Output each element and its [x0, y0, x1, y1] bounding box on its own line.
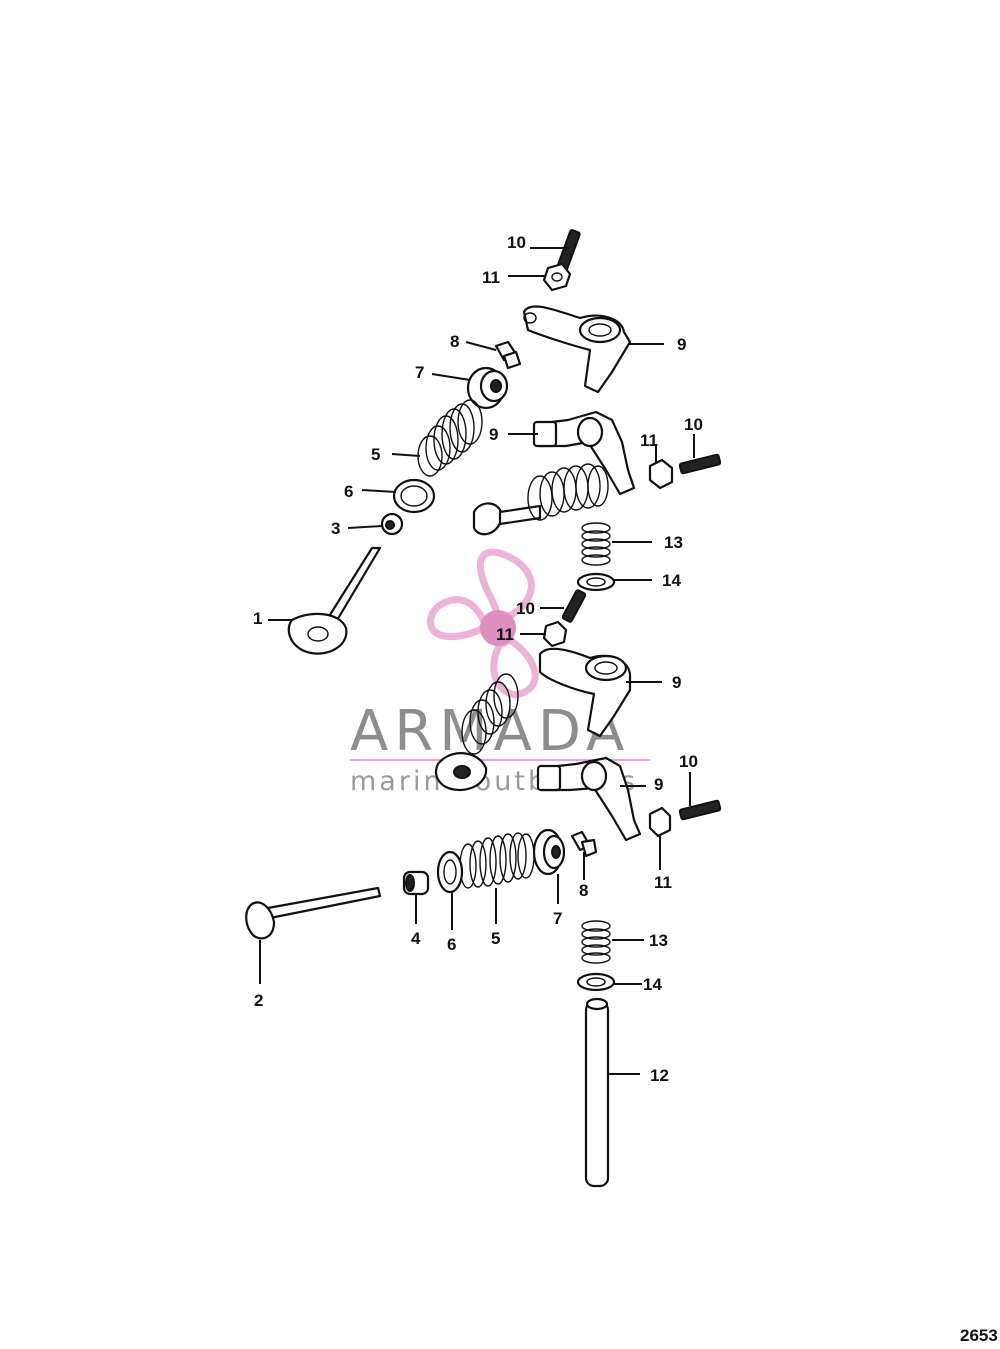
spring-retainer-upper: [466, 366, 509, 410]
push-rod: [584, 997, 610, 1188]
nut-middle: [542, 620, 568, 648]
shim-upper: [576, 572, 616, 592]
callout-12: 12: [650, 1066, 669, 1085]
valve-guide-seal: [402, 870, 430, 896]
callout-13: 13: [664, 533, 683, 552]
lifter-spring-upper: [581, 522, 611, 566]
intake-valve: [287, 546, 382, 655]
callout-7: 7: [415, 363, 424, 382]
nut-right-upper: [648, 458, 674, 490]
spring-washer-upper: [392, 478, 436, 514]
callout-9: 9: [489, 425, 498, 444]
nut-top: [542, 262, 572, 292]
figure-number: 2653: [960, 1326, 998, 1345]
callout-1: 1: [253, 609, 262, 628]
callout-8: 8: [579, 881, 588, 900]
callout-10: 10: [679, 752, 698, 771]
spring-retainer-lower: [532, 828, 566, 876]
rocker-arm-upper: [522, 305, 632, 394]
callout-2: 2: [254, 991, 263, 1010]
adjusting-screw-middle: [561, 589, 587, 623]
valve-spring-cluster-upper: [472, 463, 609, 536]
callout-10: 10: [507, 233, 526, 252]
valve-spring-lower: [459, 832, 535, 889]
callout-14: 14: [643, 975, 662, 994]
callout-14: 14: [662, 571, 681, 590]
rocker-arm-second: [532, 410, 636, 496]
nut-right-lower: [648, 806, 672, 838]
valve-spring-cluster-middle: [434, 673, 519, 791]
callout-11: 11: [640, 431, 658, 450]
callout-3: 3: [331, 519, 340, 538]
callout-9: 9: [654, 775, 663, 794]
callout-9: 9: [677, 335, 686, 354]
valve-stem-seal: [380, 512, 404, 536]
callout-8: 8: [450, 332, 459, 351]
callout-10: 10: [684, 415, 703, 434]
leader-lines: [259, 247, 695, 1075]
callout-9: 9: [672, 673, 681, 692]
callout-labels: 10 11 9 8 7 9 11 10 5 6 3 13 14 1 10 11 …: [253, 233, 703, 1085]
valve-spring-upper: [417, 399, 483, 477]
callout-4: 4: [411, 929, 421, 948]
callout-6: 6: [344, 482, 353, 501]
adjusting-screw-right-lower: [678, 799, 722, 821]
callout-11: 11: [482, 268, 500, 287]
spring-washer-lower: [436, 850, 464, 894]
callout-11: 11: [496, 625, 514, 644]
callout-10: 10: [516, 599, 535, 618]
callout-5: 5: [371, 445, 380, 464]
callout-6: 6: [447, 935, 456, 954]
callout-11: 11: [654, 873, 672, 892]
adjusting-screw-right-upper: [678, 453, 722, 475]
rocker-arm-third: [538, 647, 632, 738]
valve-keepers-upper: [494, 340, 522, 370]
callout-13: 13: [649, 931, 668, 950]
valve-keepers-lower: [570, 830, 598, 858]
lifter-spring-lower: [581, 920, 611, 964]
exhaust-valve: [245, 886, 382, 940]
shim-lower: [576, 972, 616, 992]
callout-7: 7: [553, 909, 562, 928]
rocker-arm-fourth: [536, 756, 642, 842]
watermark-brand: ARMADA: [350, 699, 630, 764]
propeller-icon: [427, 548, 539, 699]
callout-5: 5: [491, 929, 500, 948]
